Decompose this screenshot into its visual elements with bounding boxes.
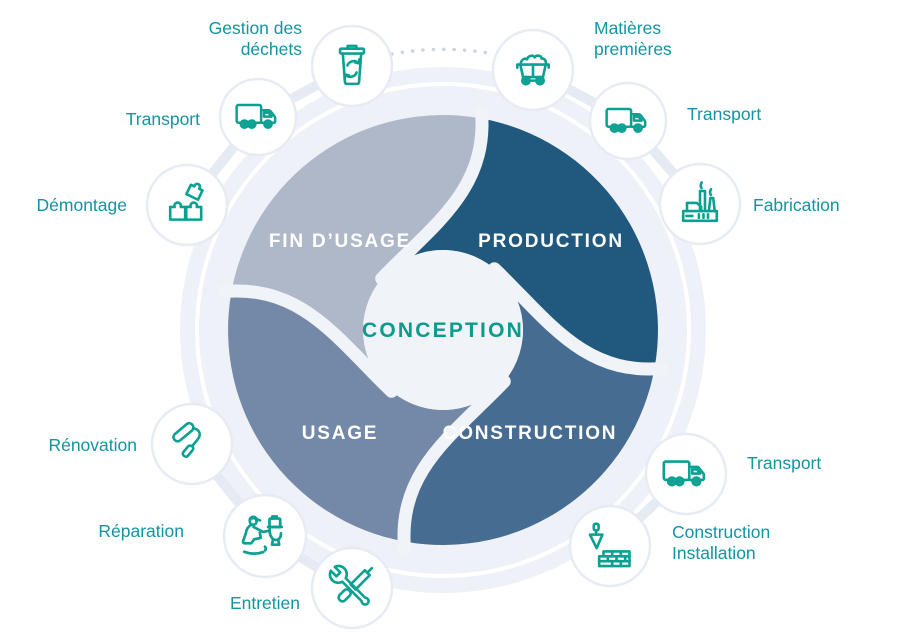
gap-channel [217, 284, 399, 398]
step-node-gestion-des-dechets [310, 24, 394, 108]
step-node-reparation [222, 493, 308, 579]
label-reparation: Réparation [98, 521, 184, 541]
step-node-transport-right [644, 432, 728, 516]
label-transport-top-right: Transport [687, 104, 762, 124]
dotted-loop-arc [390, 47, 496, 56]
gap-channel [397, 374, 511, 556]
step-node-construction-installation [568, 504, 652, 588]
center-label: CONCEPTION [362, 319, 524, 342]
center-hub [363, 250, 523, 410]
step-node-transport-top-right [588, 81, 668, 161]
label-renovation: Rénovation [48, 435, 137, 455]
step-node-fabrication [658, 162, 742, 246]
label-construction-installation: Construction Installation [672, 522, 771, 563]
step-node-demontage [145, 163, 229, 247]
segment-usage [228, 291, 505, 542]
segment-construction [404, 268, 655, 545]
inner-ring-line [195, 82, 691, 578]
label-transport-right: Transport [747, 453, 822, 473]
label-transport-top-left: Transport [125, 109, 200, 129]
cycle-wheel [217, 104, 669, 556]
step-node-entretien [310, 546, 394, 630]
segment-label-construction: CONSTRUCTION [443, 423, 618, 444]
label-matieres-premieres: Matières premières [594, 18, 672, 59]
step-node-matieres-premieres [491, 28, 575, 112]
gap-channel [487, 262, 669, 376]
segment-fin-dusage [231, 115, 482, 392]
step-node-transport-top-left [218, 77, 298, 157]
segment-label-usage: USAGE [302, 423, 379, 444]
gap-channel [375, 104, 489, 286]
segment-label-production: PRODUCTION [478, 231, 624, 252]
step-node-renovation [150, 402, 234, 486]
segment-production [381, 118, 658, 369]
label-fabrication: Fabrication [753, 195, 840, 215]
label-demontage: Démontage [36, 195, 127, 215]
segment-label-fin-dusage: FIN D’USAGE [269, 231, 411, 252]
label-gestion-des-dechets: Gestion des déchets [208, 18, 302, 59]
label-entretien: Entretien [229, 593, 300, 613]
